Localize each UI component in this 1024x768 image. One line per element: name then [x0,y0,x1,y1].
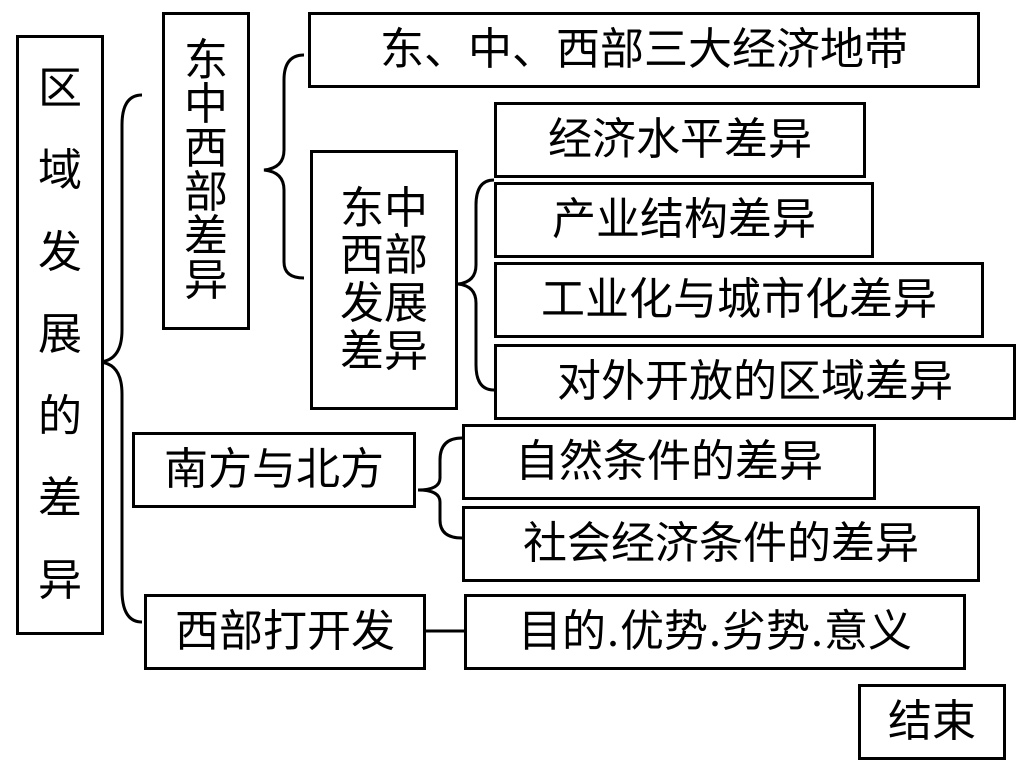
root-char: 差 [38,473,82,524]
dev-item-industrialization: 工业化与城市化差异 [494,262,984,338]
root-char: 异 [38,555,82,606]
emw-char: 异 [184,255,228,306]
dev-item-opening: 对外开放的区域差异 [494,344,1016,420]
sn-item-socioeconomic: 社会经济条件的差异 [462,506,980,582]
sn-bracket [417,436,463,540]
dev-item-economic-level: 经济水平差异 [494,102,866,178]
root-char: 区 [38,63,82,114]
emw-char: 西 [184,123,228,174]
emw-char: 中 [184,79,228,130]
dev-item-industry-structure: 产业结构差异 [494,182,874,258]
south-north-node: 南方与北方 [132,432,416,508]
dev-bracket [457,178,495,392]
dev-diff-line: 发展 [340,278,428,329]
emw-char: 差 [184,211,228,262]
west-dev-item: 目的.优势.劣势.意义 [464,594,966,670]
sn-item-natural: 自然条件的差异 [462,424,876,500]
dev-diff-node: 东中 西部 发展 差异 [310,150,458,410]
root-node: 区 域 发 展 的 差 异 [16,35,104,635]
west-dev-node: 西部打开发 [144,594,426,670]
root-char: 展 [38,309,82,360]
dev-diff-line: 西部 [340,230,428,282]
root-bracket [99,93,143,624]
end-button[interactable]: 结束 [858,684,1006,760]
dev-diff-line: 差异 [340,325,428,377]
emw-bracket [263,53,305,280]
dev-diff-line: 东中 [340,182,428,234]
east-mid-west-diff-node: 东 中 西 部 差 异 [162,12,250,330]
emw-char: 东 [184,35,228,86]
three-zones-node: 东、中、西部三大经济地带 [308,12,980,88]
root-char: 域 [38,145,82,196]
root-char: 发 [38,227,82,278]
root-char: 的 [38,391,82,442]
emw-char: 部 [184,167,228,218]
